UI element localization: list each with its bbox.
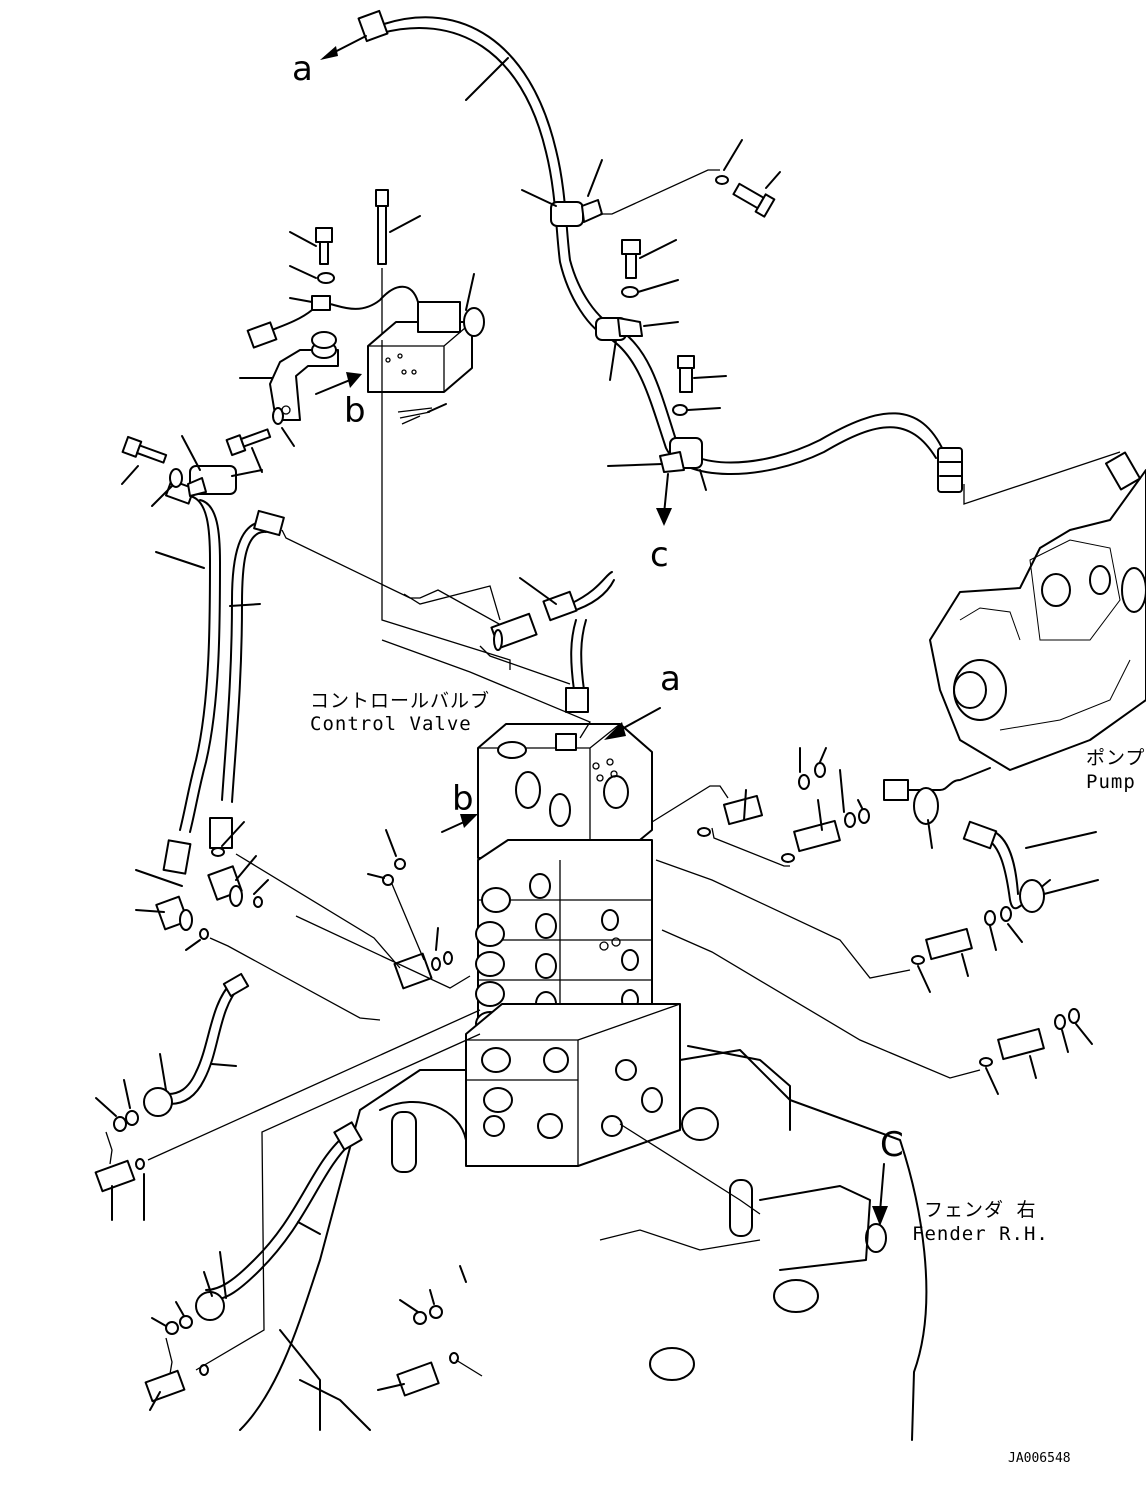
pump-body bbox=[929, 451, 1146, 771]
drawing-code: JA006548 bbox=[1008, 1451, 1071, 1466]
callout-c-fender: C bbox=[880, 1125, 904, 1165]
fender-label-en: Fender R.H. bbox=[912, 1223, 1049, 1245]
fender-indicator bbox=[872, 1163, 888, 1226]
callout-b-solenoid: b bbox=[344, 391, 366, 431]
control-valve-body bbox=[465, 723, 719, 1167]
valve-callout-arrows bbox=[441, 707, 661, 833]
bolt-washer-left bbox=[121, 435, 183, 507]
base-frame-outline bbox=[239, 1045, 928, 1441]
top-hose-assembly bbox=[320, 9, 1121, 526]
callout-a-valve: a bbox=[660, 659, 681, 699]
solenoid-valve-assembly bbox=[225, 189, 485, 473]
pump-label-en: Pump bbox=[1086, 771, 1136, 793]
bolt-washer-set-top bbox=[621, 139, 781, 416]
spool-caps bbox=[475, 887, 511, 1037]
left-side-fittings bbox=[94, 821, 761, 1411]
callout-c-clamp: c bbox=[650, 535, 669, 575]
right-side-fittings bbox=[651, 747, 1099, 1095]
control-valve-label-en: Control Valve bbox=[310, 713, 472, 735]
callout-a-top: a bbox=[292, 49, 313, 89]
fender-label-jp: フェンダ 右 bbox=[924, 1199, 1036, 1221]
pump-label-jp: ポンプ bbox=[1086, 747, 1145, 769]
pressure-switch-fittings bbox=[381, 340, 615, 739]
control-valve-label-jp: コントロールバルブ bbox=[310, 689, 490, 712]
callout-b-valve: b bbox=[452, 779, 474, 819]
